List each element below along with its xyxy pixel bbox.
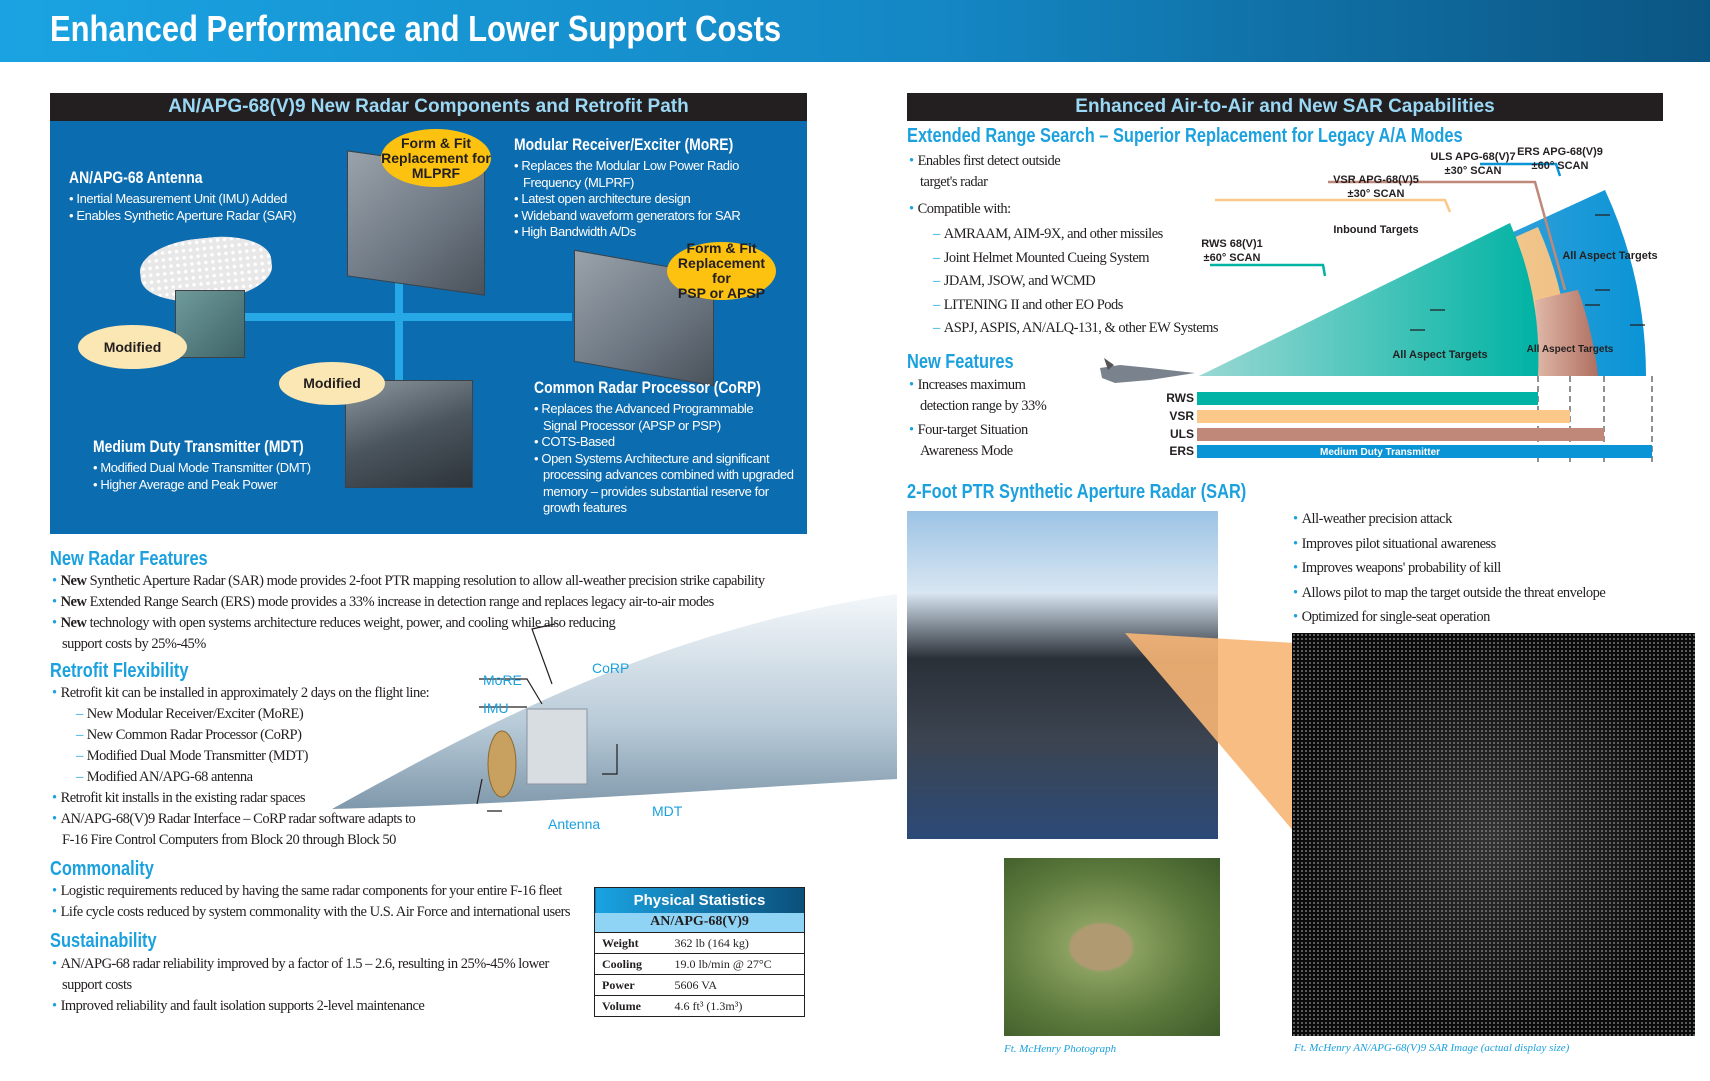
label-mdt: MDT — [652, 803, 683, 819]
mdt-modified-badge: Modified — [279, 362, 385, 405]
vsr-bar-label: VSR — [1169, 409, 1194, 423]
capabilities-panel-title: Enhanced Air-to-Air and New SAR Capabili… — [907, 93, 1663, 121]
sustainability-list: •AN/APG-68 radar reliability improved by… — [52, 956, 549, 1014]
new-features-heading: New Features — [907, 351, 1014, 373]
commonality-heading: Commonality — [50, 858, 154, 880]
uls-bar-label: ULS — [1170, 427, 1194, 441]
radome-illustration — [332, 594, 897, 812]
list-item: •New technology with open systems archit… — [52, 615, 616, 652]
target-arrows — [1410, 214, 1645, 331]
list-item: •New Synthetic Aperture Radar (SAR) mode… — [52, 573, 765, 589]
antenna-heading: AN/APG-68 Antenna — [69, 168, 203, 187]
antenna-bullets: • Inertial Measurement Unit (IMU) Added•… — [69, 191, 297, 223]
label-corp: CoRP — [592, 660, 630, 676]
radar-components — [526, 708, 588, 785]
stats-title: Physical Statistics — [594, 887, 805, 913]
antenna-dish — [487, 730, 517, 798]
radar-range-diagram: RWS 68(V)1 ±60° SCAN VSR APG-68(V)5 ±30°… — [1100, 146, 1658, 465]
uls-range-bar — [1197, 428, 1604, 441]
antenna-modified-badge: Modified — [78, 325, 187, 369]
new-radar-features-heading: New Radar Features — [50, 548, 208, 570]
inbound-targets-label: Inbound Targets — [1333, 224, 1418, 236]
ers-bar-label-left: ERS — [1169, 444, 1194, 458]
new-radar-features-list: •New Synthetic Aperture Radar (SAR) mode… — [52, 571, 812, 655]
sustainability-heading: Sustainability — [50, 930, 157, 952]
sar-image — [1292, 633, 1695, 1036]
stats-subtitle: AN/APG-68(V)9 — [594, 912, 805, 933]
vsr-scan-label: ±30° SCAN — [1348, 188, 1405, 200]
rws-scan-label: ±60° SCAN — [1204, 252, 1261, 264]
list-item: •New Extended Range Search (ERS) mode pr… — [52, 594, 714, 610]
retrofit-list: •Retrofit kit can be installed in approx… — [52, 685, 430, 848]
label-more: MoRE — [483, 672, 522, 688]
sar-image-caption: Ft. McHenry AN/APG-68(V)9 SAR Image (act… — [1294, 1042, 1570, 1054]
page-title: Enhanced Performance and Lower Support C… — [50, 8, 782, 49]
ers-mode-label: ERS APG-68(V)9 — [1517, 146, 1603, 158]
antenna-gimbal-image — [175, 290, 245, 358]
uls-lower — [1535, 290, 1598, 376]
vsr-mode-label: VSR APG-68(V)5 — [1333, 174, 1419, 186]
header-bar — [0, 0, 1710, 62]
uls-targets-label: All Aspect Targets — [1527, 344, 1614, 355]
mdt-bullets: • Modified Dual Mode Transmitter (DMT)• … — [93, 460, 311, 492]
fort-mchenry-photo — [1004, 858, 1220, 1036]
rws-range-bar — [1197, 392, 1538, 405]
physical-statistics-table: Physical Statistics AN/APG-68(V)9 Weight… — [594, 887, 805, 1017]
ers-scan-label: ±60° SCAN — [1532, 160, 1589, 172]
label-antenna: Antenna — [548, 816, 601, 832]
vsr-range-bar — [1197, 410, 1570, 423]
corp-heading: Common Radar Processor (CoRP) — [534, 378, 761, 397]
components-panel-title: AN/APG-68(V)9 New Radar Components and R… — [50, 93, 807, 121]
sar-heading: 2-Foot PTR Synthetic Aperture Radar (SAR… — [907, 481, 1247, 503]
f16-aircraft-icon — [1100, 358, 1195, 383]
rws-mode-label: RWS 68(V)1 — [1201, 238, 1263, 250]
ers-range-bar — [1197, 445, 1652, 458]
new-features-list: •Increases maximum detection range by 33… — [909, 377, 1047, 459]
rws-targets-label: All Aspect Targets — [1392, 349, 1487, 361]
rws-bar-label: RWS — [1166, 391, 1194, 405]
label-imu: IMU — [483, 700, 509, 716]
uls-mode-label: ULS APG-68(V)7 — [1430, 151, 1515, 163]
mdt-heading: Medium Duty Transmitter (MDT) — [93, 437, 304, 456]
ers-targets-label: All Aspect Targets — [1562, 250, 1657, 262]
uls-scan-label: ±30° SCAN — [1445, 165, 1502, 177]
ers-bar-label: Medium Duty Transmitter — [1320, 447, 1440, 458]
sar-bullets: •All-weather precision attack •Improves … — [1293, 511, 1606, 625]
more-heading: Modular Receiver/Exciter (MoRE) — [514, 135, 734, 154]
ers-heading: Extended Range Search – Superior Replace… — [907, 125, 1463, 147]
fort-photo-caption: Ft. McHenry Photograph — [1004, 1043, 1117, 1055]
commonality-list: •Logistic requirements reduced by having… — [52, 883, 571, 920]
retrofit-heading: Retrofit Flexibility — [50, 660, 189, 682]
rws-sector — [1199, 223, 1539, 376]
ers-bullets: •Enables first detect outside target's r… — [909, 153, 1219, 336]
